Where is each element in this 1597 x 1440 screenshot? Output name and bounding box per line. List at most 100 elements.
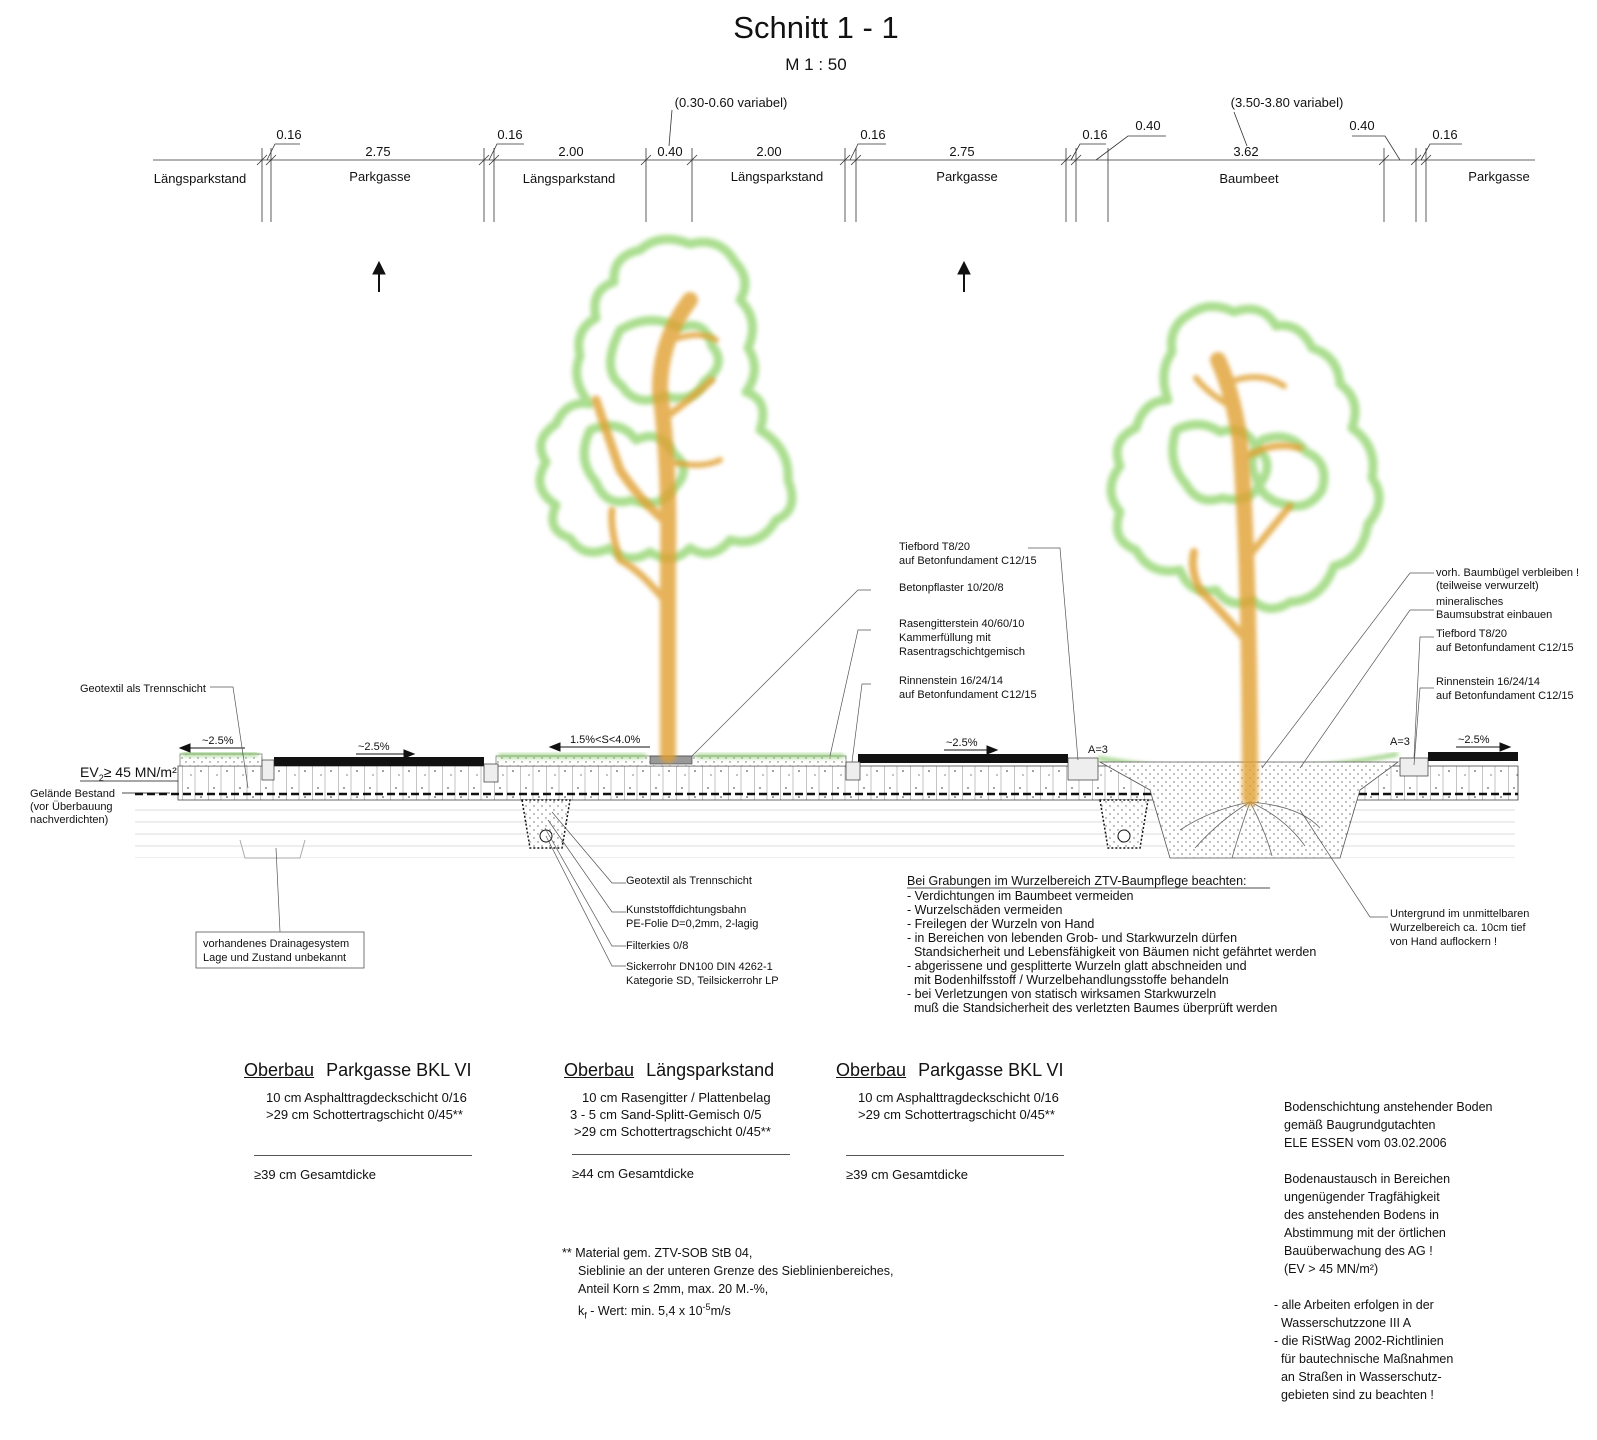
label-sickerrohr: Kategorie SD, Teilsickerrohr LP — [626, 975, 779, 987]
oberbau-row: >29 cm Schottertragschicht 0/45** — [266, 1107, 463, 1122]
oberbau-row: 10 cm Asphalttragdeckschicht 0/16 — [858, 1090, 1059, 1105]
leader-line — [210, 686, 249, 789]
boden-note-line: ELE ESSEN vom 03.02.2006 — [1284, 1136, 1447, 1150]
label-substrat: mineralisches — [1436, 596, 1504, 608]
section-name: Längsparkstand — [523, 171, 616, 186]
dim-variable-left: (0.30-0.60 variabel) — [675, 95, 788, 110]
label-geotextil-center: Geotextil als Trennschicht — [626, 875, 752, 887]
dim-value: 2.75 — [365, 144, 390, 159]
root-note-line: - bei Verletzungen von statisch wirksame… — [907, 987, 1216, 1001]
root-note-line: muß die Standsicherheit des verletzten B… — [907, 1001, 1277, 1015]
boden-note-line: - alle Arbeiten erfolgen in der — [1274, 1298, 1434, 1312]
section-name: Parkgasse — [349, 169, 410, 184]
dim-value: 3.62 — [1233, 144, 1258, 159]
boden-note-line: gebieten sind zu beachten ! — [1274, 1388, 1434, 1402]
drainage-trench-left — [521, 799, 571, 849]
tree-left — [535, 234, 797, 763]
label-drainage: vorhandenes Drainagesystem — [203, 938, 349, 950]
slope-label: 1.5%<S<4.0% — [570, 734, 641, 746]
marker-label: A=3 — [1088, 744, 1108, 756]
dim-value: 0.16 — [1432, 127, 1457, 142]
svg-text:EV2≥ 45 MN/m²: EV2≥ 45 MN/m² — [80, 764, 177, 783]
tree-roots — [1179, 801, 1321, 859]
label-untergrund: Untergrund im unmittelbaren — [1390, 908, 1529, 920]
boden-note-line: gemäß Baugrundgutachten — [1284, 1118, 1436, 1132]
boden-note-line: Bodenschichtung anstehender Boden — [1284, 1100, 1493, 1114]
material-note-line: kf - Wert: min. 5,4 x 10-5m/s — [578, 1302, 731, 1321]
material-note: ** Material gem. ZTV-SOB StB 04, Sieblin… — [562, 1244, 893, 1325]
label-substrat: Baumsubstrat einbauen — [1436, 609, 1552, 621]
label-filterkies: Filterkies 0/8 — [626, 940, 688, 952]
dim-value: 2.75 — [949, 144, 974, 159]
label-rinnenstein-right: Rinnenstein 16/24/14 — [1436, 676, 1540, 688]
right-leaders — [1261, 572, 1434, 918]
curb-center — [845, 761, 861, 781]
dim-value: 0.40 — [1135, 118, 1160, 133]
dim-value: 0.16 — [860, 127, 885, 142]
drawing-title: Schnitt 1 - 1 — [733, 10, 898, 45]
dim-value: 2.00 — [756, 144, 781, 159]
boden-note-line: Wasserschutzzone III A — [1274, 1316, 1412, 1330]
oberbau-row: 10 cm Asphalttragdeckschicht 0/16 — [266, 1090, 467, 1105]
asphalt-parkgasse-right — [858, 754, 1068, 763]
dim-value: 0.40 — [1349, 118, 1374, 133]
root-note-line: mit Bodenhilfsstoff / Wurzelbehandlungss… — [907, 973, 1229, 987]
slope-label: ~2.5% — [358, 741, 390, 753]
tree-pit — [1098, 761, 1400, 859]
section-names: Längsparkstand Parkgasse Längsparkstand … — [154, 169, 1530, 186]
section-name: Längsparkstand — [154, 171, 247, 186]
label-rasengitter: Rasentragschichtgemisch — [899, 646, 1025, 658]
drainage-note-box: vorhandenes Drainagesystem Lage und Zust… — [195, 847, 365, 969]
dim-value: 0.16 — [497, 127, 522, 142]
root-note-line: - in Bereichen von lebenden Grob- und St… — [907, 931, 1237, 945]
boden-note-line: an Straßen in Wasserschutz- — [1274, 1370, 1442, 1384]
tree-right — [1106, 302, 1384, 806]
slope-label: ~2.5% — [946, 737, 978, 749]
dim-value: 0.40 — [657, 144, 682, 159]
ev-label: EV2≥ 45 MN/m² — [80, 764, 178, 783]
root-note-line: - Wurzelschäden vermeiden — [907, 903, 1062, 917]
boden-note-line: Abstimmung mit der örtlichen — [1284, 1226, 1446, 1240]
existing-drainage — [239, 839, 306, 859]
slope-label: ~2.5% — [202, 735, 234, 747]
root-note-line: - Verdichtungen im Baumbeet vermeiden — [907, 889, 1134, 903]
section-name: Parkgasse — [936, 169, 997, 184]
boden-note-line: ungenügender Tragfähigkeit — [1284, 1190, 1440, 1204]
boden-note-line: des anstehenden Bodens in — [1284, 1208, 1439, 1222]
label-rinnenstein: auf Betonfundament C12/15 — [899, 689, 1037, 701]
oberbau-total: ≥44 cm Gesamtdicke — [572, 1166, 695, 1181]
marker-label: A=3 — [1390, 736, 1410, 748]
boden-note-line: Bauüberwachung des AG ! — [1284, 1244, 1433, 1258]
dim-value: 0.16 — [276, 127, 301, 142]
label-untergrund: von Hand auflockern ! — [1390, 936, 1497, 948]
label-sickerrohr: Sickerrohr DN100 DIN 4262-1 — [626, 961, 773, 973]
label-tiefbord-right: Tiefbord T8/20 — [1436, 628, 1507, 640]
label-untergrund: Wurzelbereich ca. 10cm tief — [1390, 922, 1526, 934]
root-note-line: Standsicherheit und Lebensfähigkeit von … — [907, 945, 1316, 959]
material-note-line: ** Material gem. ZTV-SOB StB 04, — [562, 1246, 753, 1260]
dim-value: 0.16 — [1082, 127, 1107, 142]
curb-tree-left — [1067, 757, 1099, 781]
label-kunststoff: Kunststoffdichtungsbahn — [626, 904, 746, 916]
dimension-chain — [153, 109, 1535, 222]
slope-label: ~2.5% — [1458, 734, 1490, 746]
oberbau-total: ≥39 cm Gesamtdicke — [254, 1167, 377, 1182]
label-gelaende: Gelände Bestand — [30, 788, 115, 800]
label-geotextil-left: Geotextil als Trennschicht — [80, 683, 206, 695]
oberbau-row: 10 cm Rasengitter / Plattenbelag — [582, 1090, 771, 1105]
section-name: Längsparkstand — [731, 169, 824, 184]
direction-arrow-icon — [372, 260, 386, 292]
oberbau-row: >29 cm Schottertragschicht 0/45** — [574, 1124, 771, 1139]
asphalt-parkgasse-far-right — [1428, 752, 1518, 761]
dim-variable-right: (3.50-3.80 variabel) — [1231, 95, 1344, 110]
label-rasengitter: Rasengitterstein 40/60/10 — [899, 618, 1024, 630]
root-notes-heading: Bei Grabungen im Wurzelbereich ZTV-Baump… — [907, 874, 1247, 888]
label-baumbuegel: vorh. Baumbügel verbleiben ! — [1436, 567, 1579, 579]
oberbau-row: 3 - 5 cm Sand-Splitt-Gemisch 0/5 — [570, 1107, 762, 1122]
